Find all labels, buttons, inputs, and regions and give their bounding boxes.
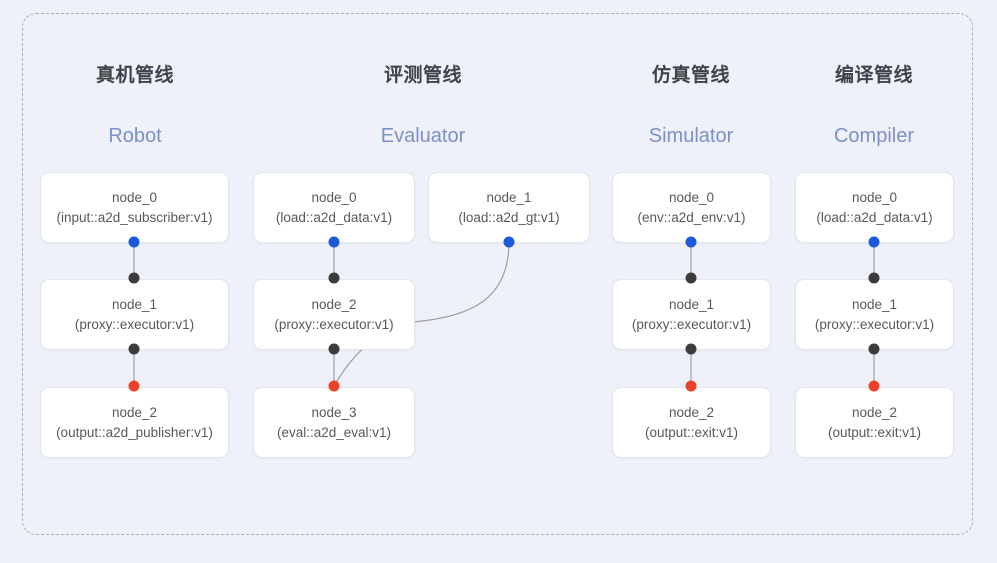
node-id: node_2 xyxy=(311,296,357,312)
node-id: node_0 xyxy=(851,189,898,205)
column-title-cn-compiler: 编译管线 xyxy=(834,65,913,86)
port-evaluator-1-out[interactable] xyxy=(503,236,515,248)
node-simulator-1[interactable]: node_1 (proxy::executor:v1) xyxy=(612,279,771,350)
port-robot-1-out[interactable] xyxy=(128,343,140,355)
node-evaluator-2[interactable]: node_2 (proxy::executor:v1) xyxy=(253,279,415,350)
node-id: node_2 xyxy=(111,404,158,420)
node-compiler-0[interactable]: node_0 (load::a2d_data:v1) xyxy=(795,172,954,243)
node-id: node_0 xyxy=(111,189,158,205)
port-simulator-0-out[interactable] xyxy=(685,236,697,248)
port-simulator-1-out[interactable] xyxy=(685,343,697,355)
port-simulator-1-in[interactable] xyxy=(685,272,697,284)
column-title-cn-evaluator: 评测管线 xyxy=(383,65,462,86)
column-title-en-robot: Robot xyxy=(108,125,162,147)
column-title-en-simulator: Simulator xyxy=(648,125,734,147)
node-type: (output::exit:v1) xyxy=(644,424,739,440)
node-type: (proxy::executor:v1) xyxy=(814,316,935,332)
node-robot-1[interactable]: node_1 (proxy::executor:v1) xyxy=(40,279,229,350)
node-evaluator-3[interactable]: node_3 (eval::a2d_eval:v1) xyxy=(253,387,415,458)
port-compiler-2-in[interactable] xyxy=(868,380,880,392)
node-type: (output::exit:v1) xyxy=(827,424,922,440)
node-id: node_1 xyxy=(111,296,158,312)
node-id: node_1 xyxy=(851,296,898,312)
node-id: node_0 xyxy=(668,189,715,205)
node-compiler-1[interactable]: node_1 (proxy::executor:v1) xyxy=(795,279,954,350)
node-evaluator-0[interactable]: node_0 (load::a2d_data:v1) xyxy=(253,172,415,243)
port-simulator-2-in[interactable] xyxy=(685,380,697,392)
port-evaluator-2-out[interactable] xyxy=(328,343,340,355)
node-type: (load::a2d_data:v1) xyxy=(816,209,933,225)
node-type: (proxy::executor:v1) xyxy=(274,316,394,332)
column-title-en-evaluator: Evaluator xyxy=(380,125,466,147)
node-type: (env::a2d_env:v1) xyxy=(637,209,746,225)
port-compiler-1-in[interactable] xyxy=(868,272,880,284)
port-compiler-1-out[interactable] xyxy=(868,343,880,355)
node-simulator-2[interactable]: node_2 (output::exit:v1) xyxy=(612,387,771,458)
node-robot-2[interactable]: node_2 (output::a2d_publisher:v1) xyxy=(40,387,229,458)
port-robot-2-in[interactable] xyxy=(128,380,140,392)
port-evaluator-0-out[interactable] xyxy=(328,236,340,248)
node-type: (output::a2d_publisher:v1) xyxy=(56,424,213,440)
node-type: (eval::a2d_eval:v1) xyxy=(276,424,392,440)
node-type: (proxy::executor:v1) xyxy=(74,316,195,332)
port-compiler-0-out[interactable] xyxy=(868,236,880,248)
port-evaluator-2-in[interactable] xyxy=(328,272,340,284)
port-evaluator-3-in[interactable] xyxy=(328,380,340,392)
diagram-dashed-frame xyxy=(22,13,973,535)
column-title-cn-simulator: 仿真管线 xyxy=(651,65,730,86)
node-type: (load::a2d_gt:v1) xyxy=(458,209,560,225)
port-robot-0-out[interactable] xyxy=(128,236,140,248)
node-type: (input::a2d_subscriber:v1) xyxy=(56,209,213,225)
column-title-cn-robot: 真机管线 xyxy=(95,65,174,86)
node-id: node_2 xyxy=(851,404,898,420)
node-evaluator-1[interactable]: node_1 (load::a2d_gt:v1) xyxy=(428,172,590,243)
column-title-en-compiler: Compiler xyxy=(833,125,915,147)
node-type: (load::a2d_data:v1) xyxy=(275,209,393,225)
node-id: node_3 xyxy=(311,404,357,420)
node-compiler-2[interactable]: node_2 (output::exit:v1) xyxy=(795,387,954,458)
node-id: node_0 xyxy=(311,189,357,205)
node-simulator-0[interactable]: node_0 (env::a2d_env:v1) xyxy=(612,172,771,243)
node-id: node_1 xyxy=(668,296,715,312)
node-type: (proxy::executor:v1) xyxy=(631,316,752,332)
node-id: node_1 xyxy=(486,189,532,205)
port-robot-1-in[interactable] xyxy=(128,272,140,284)
node-id: node_2 xyxy=(668,404,715,420)
node-robot-0[interactable]: node_0 (input::a2d_subscriber:v1) xyxy=(40,172,229,243)
